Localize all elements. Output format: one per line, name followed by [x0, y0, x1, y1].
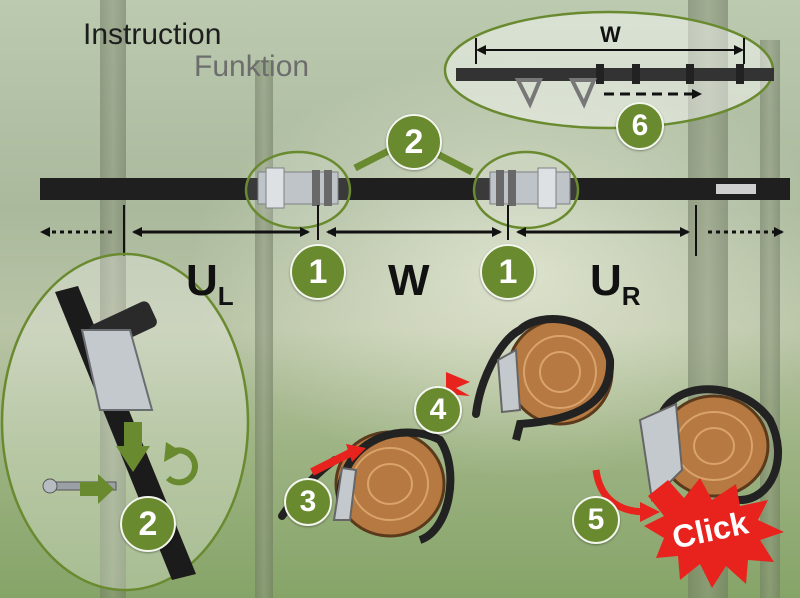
step-2-top-badge: 2	[386, 114, 442, 170]
click-burst	[644, 478, 784, 588]
strap-label	[716, 184, 756, 194]
title: Instruction	[83, 18, 222, 51]
subtitle: Funktion	[194, 50, 310, 83]
ratchet-left	[257, 167, 339, 209]
label-u-left: UL	[186, 256, 234, 311]
highlight-ellipse	[244, 150, 352, 230]
push-arrow-icon	[98, 474, 114, 504]
tree-trunk	[100, 0, 126, 598]
hook-icon	[514, 78, 543, 109]
inset-strap	[456, 68, 774, 81]
step-1-left-badge: 1	[290, 244, 346, 300]
down-arrow-icon	[116, 446, 150, 472]
step-2-detail-badge: 2	[120, 496, 176, 552]
label-w-inset: W	[600, 22, 621, 47]
step-6-badge: 6	[616, 102, 664, 150]
rotate-arrow-icon	[165, 447, 198, 486]
ratchet-icon	[332, 466, 358, 521]
ratchet-right	[489, 167, 571, 209]
ratchet-body	[80, 329, 154, 411]
step-4-badge: 4	[414, 386, 462, 434]
step-1-right-badge: 1	[480, 244, 536, 300]
red-arrow-icon	[310, 446, 358, 476]
label-u-right: UR	[590, 256, 641, 311]
ratchet-icon	[638, 402, 684, 503]
ratchet-icon	[496, 348, 522, 414]
strap	[40, 178, 790, 200]
step-3-badge: 3	[284, 478, 332, 526]
highlight-ellipse	[472, 150, 580, 230]
step-5-badge: 5	[572, 496, 620, 544]
hook-icon	[568, 78, 597, 109]
label-w-center: W	[388, 256, 430, 305]
